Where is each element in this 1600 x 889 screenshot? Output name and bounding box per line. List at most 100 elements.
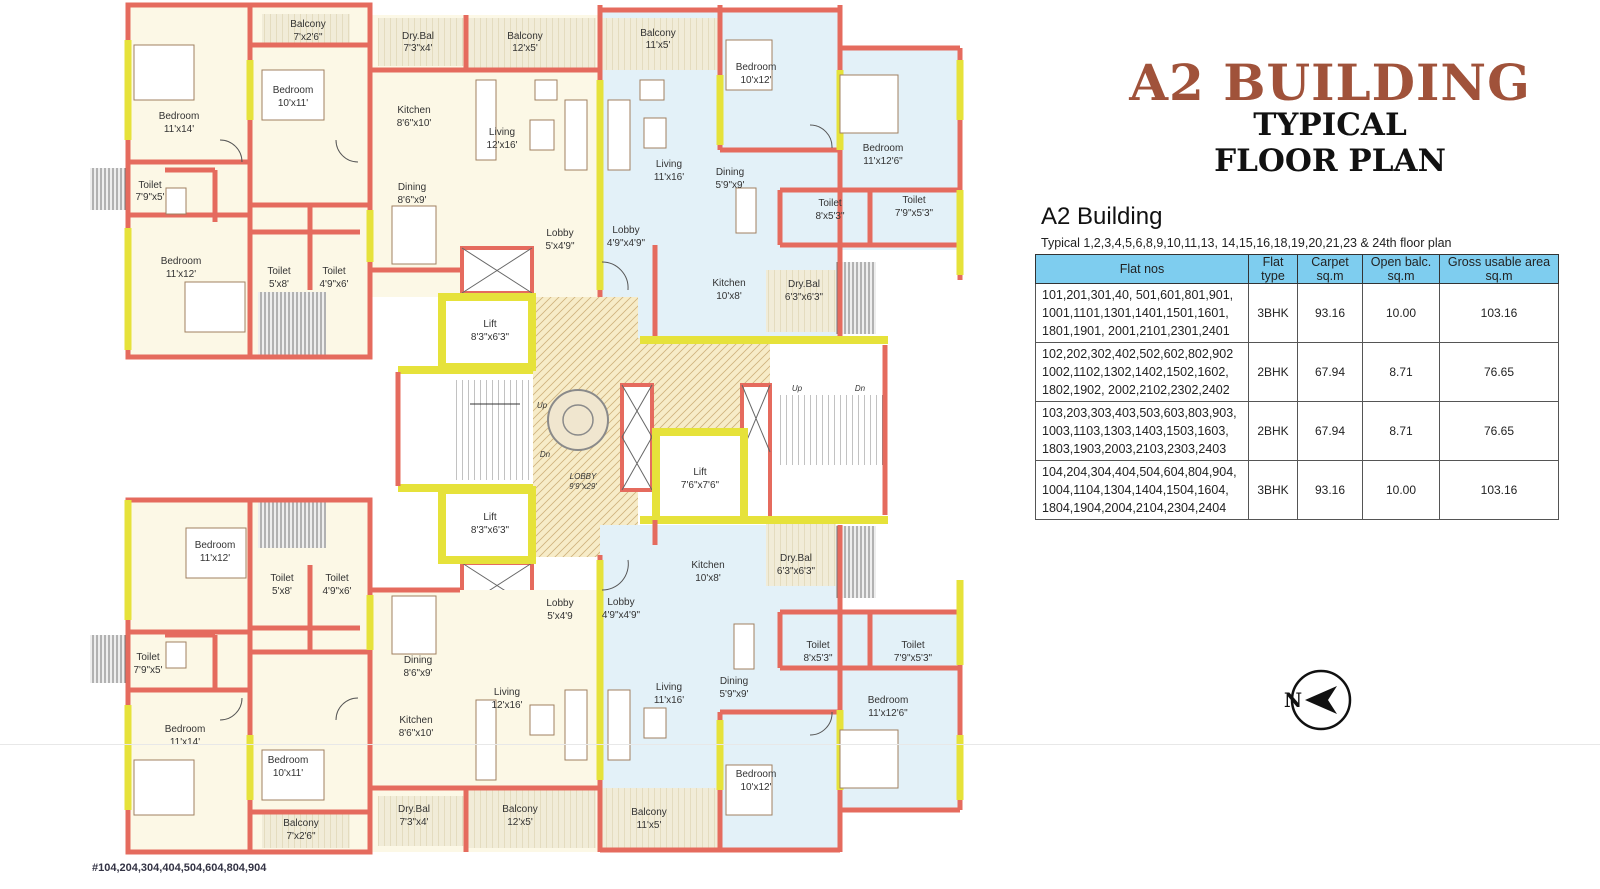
svg-text:Bedroom: Bedroom <box>863 143 904 154</box>
north-letter: N <box>1284 688 1302 712</box>
svg-text:Living: Living <box>656 159 682 170</box>
svg-text:Bedroom: Bedroom <box>273 85 314 96</box>
svg-text:7'9"x5'3": 7'9"x5'3" <box>894 653 933 664</box>
flat-nos-cell: 104,204,304,404,504,604,804,904,1004,110… <box>1035 460 1249 520</box>
svg-text:Lift: Lift <box>483 319 497 330</box>
svg-text:Dry.Bal: Dry.Bal <box>788 279 820 290</box>
bottom-floor-units <box>90 497 964 855</box>
svg-text:Balcony: Balcony <box>502 804 538 815</box>
svg-text:Balcony: Balcony <box>290 19 326 30</box>
carpet-cell: 67.94 <box>1297 401 1363 461</box>
flat-type-cell: 3BHK <box>1248 283 1298 343</box>
svg-text:Dining: Dining <box>398 182 426 193</box>
table-row: 101,201,301,40, 501,601,801,901,1001,110… <box>1035 283 1559 343</box>
svg-text:12'x16': 12'x16' <box>491 700 522 711</box>
svg-text:5'9"x9': 5'9"x9' <box>719 689 748 700</box>
svg-text:7'6"x7'6": 7'6"x7'6" <box>681 480 720 491</box>
svg-text:9'9"x29': 9'9"x29' <box>569 482 597 491</box>
svg-text:Balcony: Balcony <box>507 31 543 42</box>
flat-type-cell: 2BHK <box>1248 401 1298 461</box>
svg-text:11'x12': 11'x12' <box>166 269 196 280</box>
svg-text:11'x12'6": 11'x12'6" <box>868 708 908 719</box>
svg-text:Kitchen: Kitchen <box>691 560 724 571</box>
svg-text:Dining: Dining <box>720 676 748 687</box>
svg-text:Lobby: Lobby <box>612 225 639 236</box>
svg-text:11'x16': 11'x16' <box>654 172 684 183</box>
svg-text:Kitchen: Kitchen <box>397 105 430 116</box>
room-labels-bottom: Bedroom 11'x12' Toilet 5'x8' Toilet 4'9"… <box>133 540 932 842</box>
core-area <box>395 246 888 610</box>
svg-text:Toilet: Toilet <box>325 573 349 584</box>
svg-text:10'x11': 10'x11' <box>273 768 303 779</box>
svg-text:Lobby: Lobby <box>546 598 573 609</box>
title-block: A2 BUILDING TYPICAL FLOOR PLAN <box>1120 58 1540 179</box>
svg-text:Balcony: Balcony <box>631 807 667 818</box>
balc-cell: 10.00 <box>1362 460 1440 520</box>
svg-text:Toilet: Toilet <box>322 266 346 277</box>
balc-cell: 8.71 <box>1362 401 1440 461</box>
carpet-cell: 93.16 <box>1297 460 1363 520</box>
svg-text:8'3"x6'3": 8'3"x6'3" <box>471 525 510 536</box>
svg-text:8'x5'3": 8'x5'3" <box>815 211 845 222</box>
svg-text:Dn: Dn <box>855 384 866 393</box>
svg-text:Up: Up <box>792 384 803 393</box>
gross-cell: 76.65 <box>1439 401 1559 461</box>
svg-text:Kitchen: Kitchen <box>712 278 745 289</box>
svg-text:12'x5': 12'x5' <box>507 817 533 828</box>
svg-text:Toilet: Toilet <box>901 640 925 651</box>
svg-text:Dry.Bal: Dry.Bal <box>398 804 430 815</box>
floor-note: Typical 1,2,3,4,5,6,8,9,10,11,13, 14,15,… <box>1041 236 1452 250</box>
svg-text:4'9"x6': 4'9"x6' <box>322 586 351 597</box>
svg-text:7'x2'6": 7'x2'6" <box>293 32 323 43</box>
svg-text:Bedroom: Bedroom <box>736 769 777 780</box>
svg-text:Dining: Dining <box>404 655 432 666</box>
svg-text:Bedroom: Bedroom <box>165 724 206 735</box>
svg-text:8'6"x9': 8'6"x9' <box>403 668 432 679</box>
gross-cell: 76.65 <box>1439 342 1559 402</box>
svg-text:Toilet: Toilet <box>902 195 926 206</box>
svg-text:Toilet: Toilet <box>267 266 291 277</box>
svg-text:8'6"x9': 8'6"x9' <box>397 195 426 206</box>
subtitle-floor-plan: FLOOR PLAN <box>1214 142 1446 179</box>
flat-type-cell: 3BHK <box>1248 460 1298 520</box>
svg-text:7'9"x5': 7'9"x5' <box>133 665 162 676</box>
svg-text:10'x8': 10'x8' <box>695 573 721 584</box>
svg-text:5'9"x9': 5'9"x9' <box>715 180 744 191</box>
svg-text:11'x5': 11'x5' <box>646 40 671 51</box>
svg-text:Living: Living <box>494 687 520 698</box>
svg-text:Living: Living <box>656 682 682 693</box>
svg-text:Dining: Dining <box>716 167 744 178</box>
svg-text:7'9"x5'3": 7'9"x5'3" <box>895 208 934 219</box>
flat-nos-cell: 103,203,303,403,503,603,803,903,1003,110… <box>1035 401 1249 461</box>
svg-text:Toilet: Toilet <box>806 640 830 651</box>
svg-text:10'x8': 10'x8' <box>716 291 742 302</box>
svg-text:Kitchen: Kitchen <box>399 715 432 726</box>
svg-text:5'x4'9": 5'x4'9" <box>545 241 575 252</box>
core-labels: Lift 8'3"x6'3" Lift 8'3"x6'3" Lift 7'6"x… <box>471 319 866 536</box>
svg-text:Dn: Dn <box>540 450 551 459</box>
svg-text:10'x12': 10'x12' <box>740 75 771 86</box>
svg-text:10'x11': 10'x11' <box>278 98 308 109</box>
svg-text:6'3"x6'3": 6'3"x6'3" <box>777 566 816 577</box>
gross-cell: 103.16 <box>1439 283 1559 343</box>
svg-text:5'x8': 5'x8' <box>272 586 292 597</box>
svg-text:11'x12': 11'x12' <box>200 553 230 564</box>
divider-line <box>0 744 1600 745</box>
svg-text:Toilet: Toilet <box>270 573 294 584</box>
gross-cell: 103.16 <box>1439 460 1559 520</box>
floor-plan-drawing: Balcony 7'x2'6" Dry.Bal 7'3"x4' Balcony … <box>90 2 964 855</box>
room-labels-top: Balcony 7'x2'6" Dry.Bal 7'3"x4' Balcony … <box>135 19 933 303</box>
svg-text:4'9"x4'9": 4'9"x4'9" <box>607 238 646 249</box>
svg-text:7'3"x4': 7'3"x4' <box>399 817 428 828</box>
footer-flat-label: #104,204,304,404,504,604,804,904 <box>92 862 267 874</box>
header-flat-nos: Flat nos <box>1035 254 1249 284</box>
svg-text:Dry.Bal: Dry.Bal <box>780 553 812 564</box>
table-row: 103,203,303,403,503,603,803,903,1003,110… <box>1035 401 1559 461</box>
svg-text:Bedroom: Bedroom <box>159 111 200 122</box>
flat-type-cell: 2BHK <box>1248 342 1298 402</box>
